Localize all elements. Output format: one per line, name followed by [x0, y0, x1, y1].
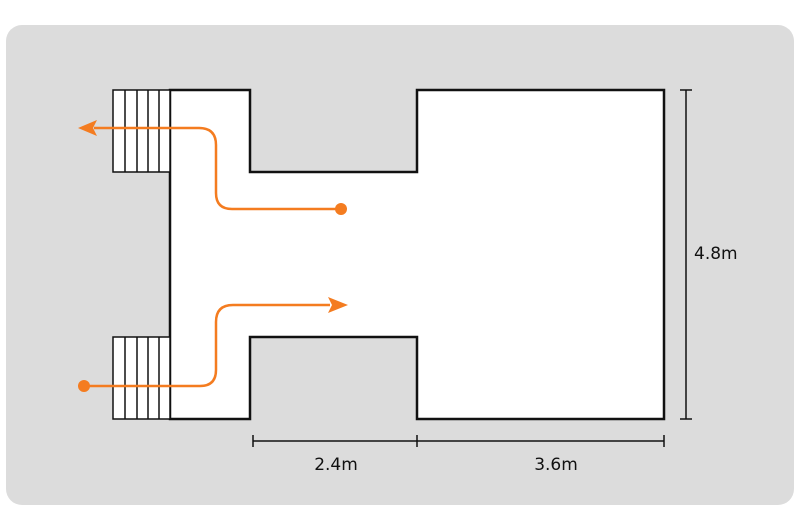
path-arrowhead-icon	[328, 297, 348, 313]
width-dimension-label-left: 2.4m	[314, 455, 358, 475]
path-arrowhead-icon	[78, 120, 97, 136]
path-start-dot-icon	[78, 380, 90, 392]
exit-path	[78, 120, 347, 215]
floor-plan-outline	[168, 88, 666, 421]
height-dimension-line	[680, 89, 692, 420]
entry-path	[78, 297, 348, 392]
stairs-bottom	[112, 336, 171, 420]
path-start-dot-icon	[335, 203, 347, 215]
stairs-top	[112, 89, 171, 173]
width-dimension-label-right: 3.6m	[534, 455, 578, 475]
height-dimension-label: 4.8m	[694, 244, 738, 264]
width-dimension-line	[252, 435, 665, 447]
